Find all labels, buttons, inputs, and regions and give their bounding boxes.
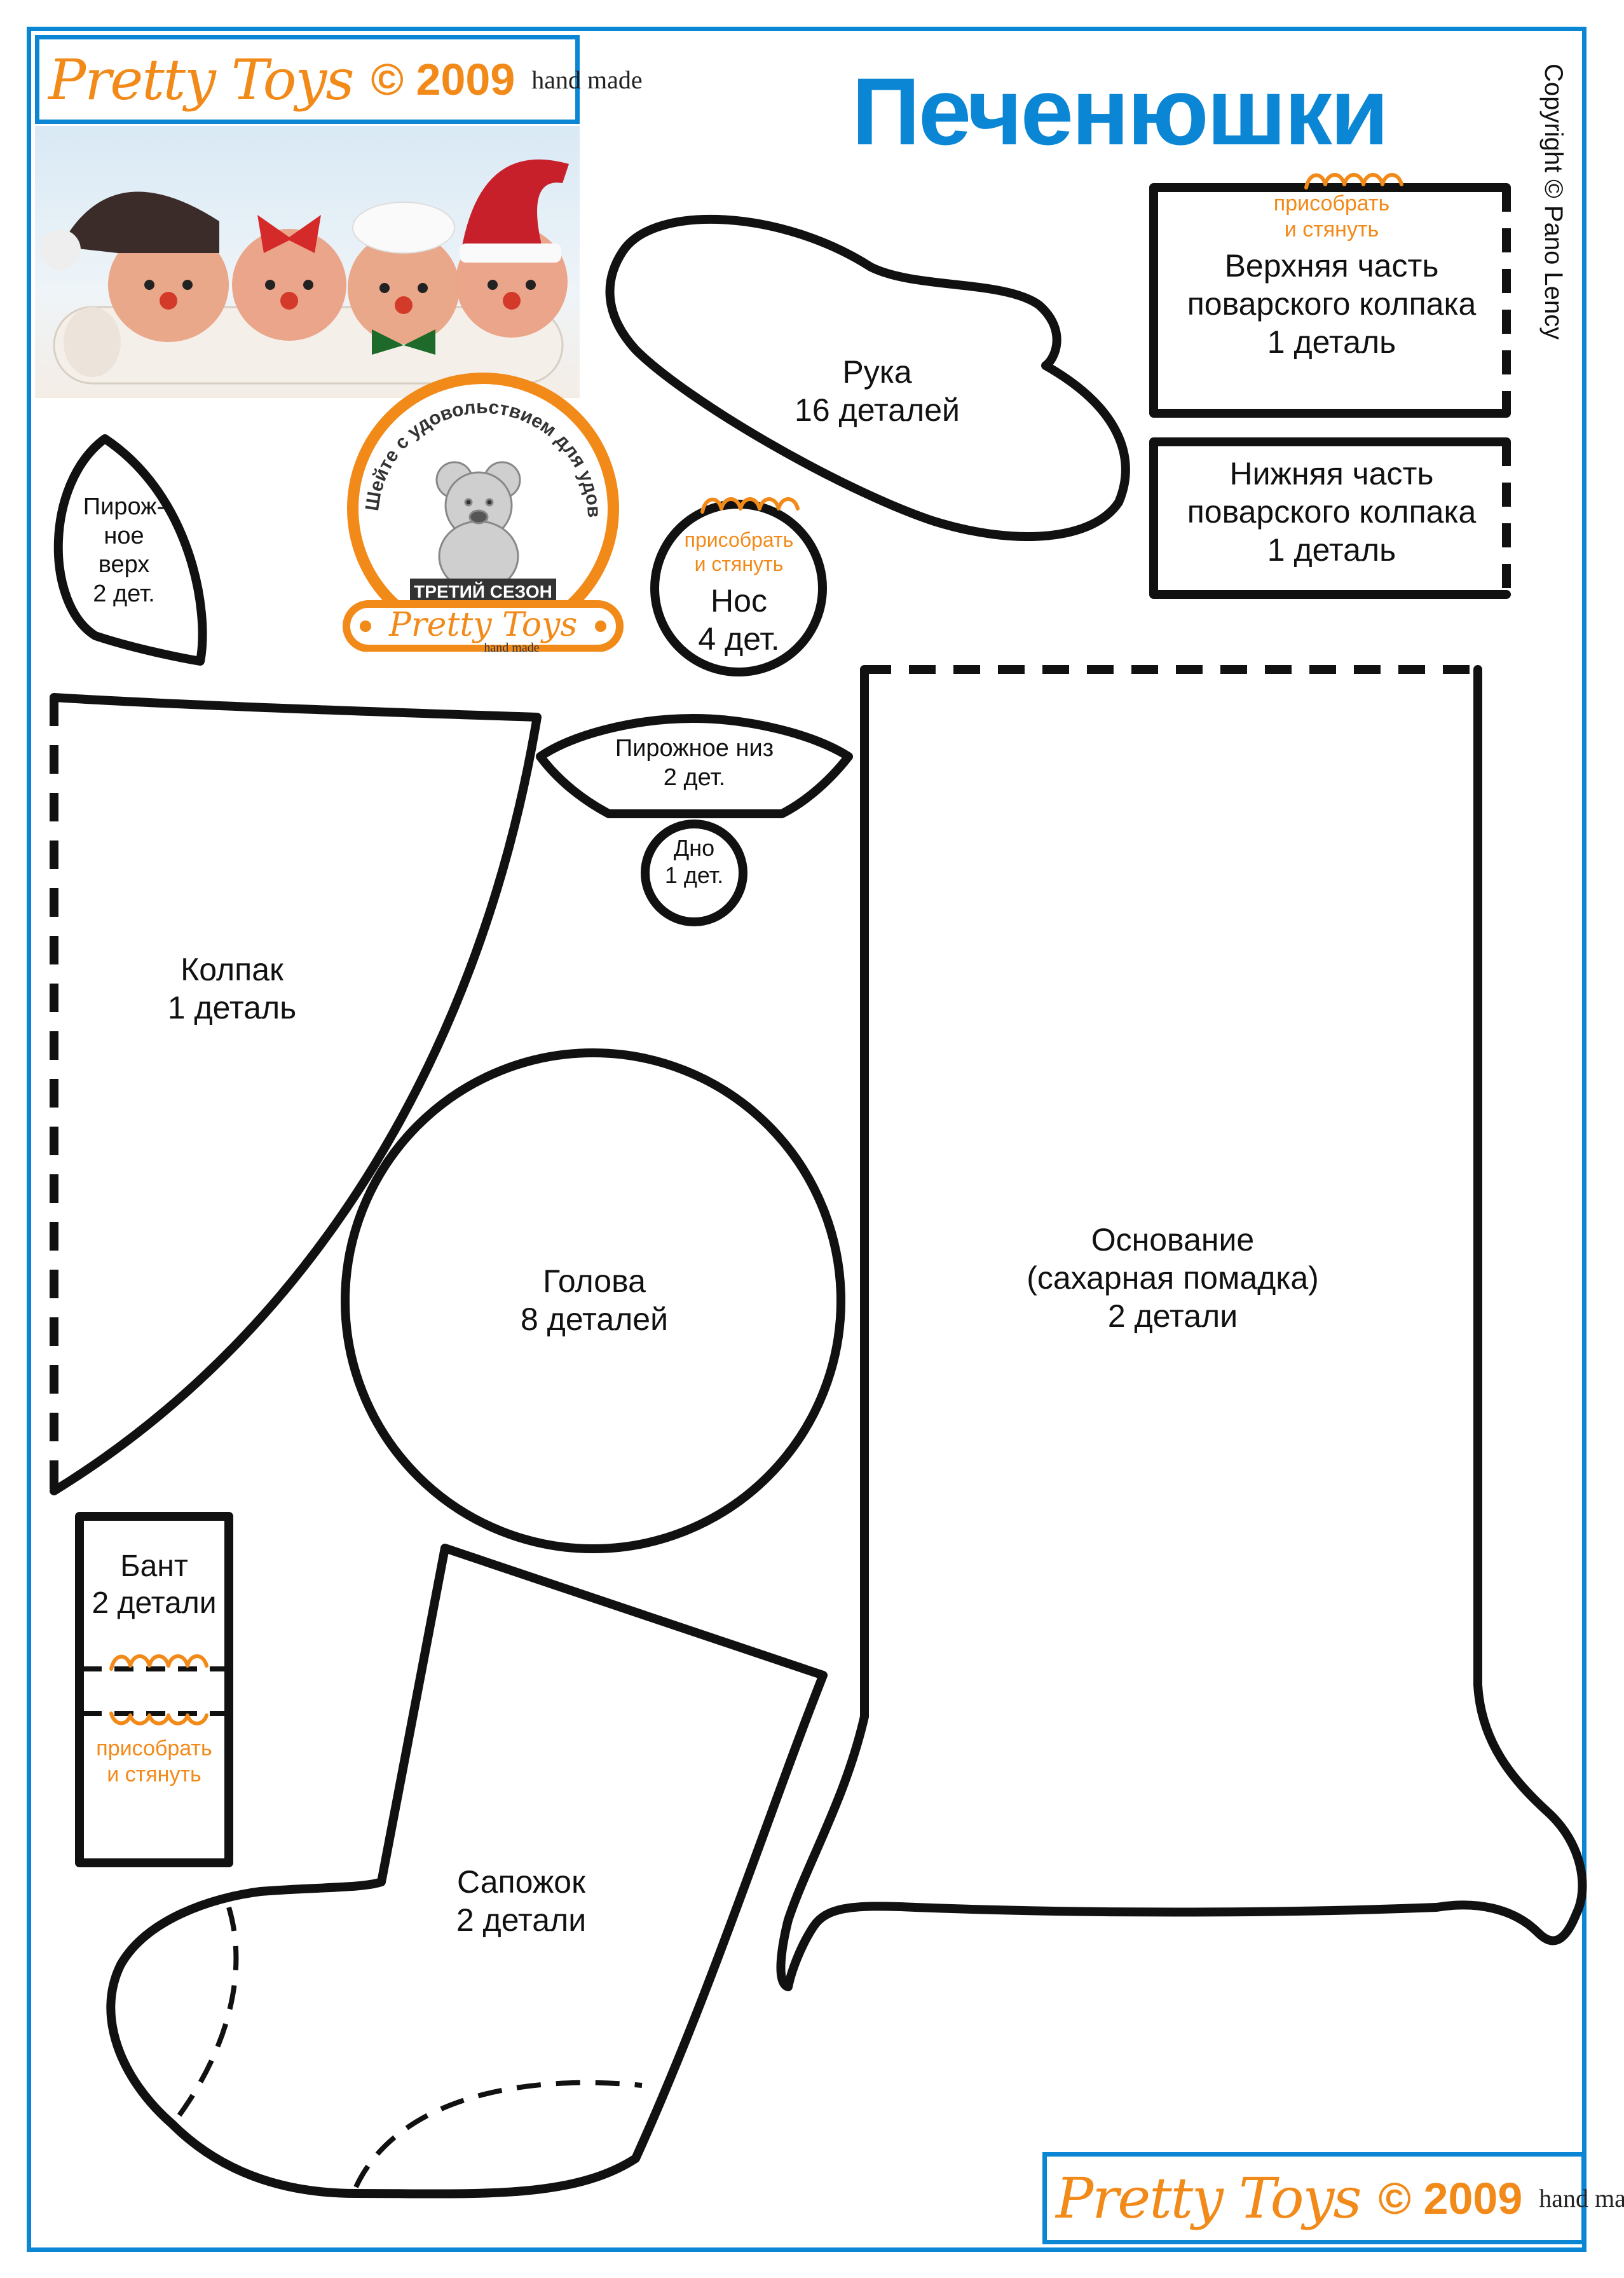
- cake-top-count: 2 дет.: [93, 580, 155, 607]
- nose-gather-line1: присобрать: [684, 528, 794, 551]
- hat-gather-line2: и стянуть: [1284, 217, 1379, 242]
- hat-top-outline: [1149, 183, 1511, 418]
- cake-top-line1: Пирож-: [83, 493, 165, 520]
- brand-stamp: Шейте с удовольствием для удовольствия!!…: [334, 353, 624, 652]
- cap-name: Колпак: [181, 952, 283, 987]
- nose-name: Нос: [711, 582, 767, 619]
- logo-hand-made: hand made: [531, 65, 643, 94]
- nose-count: 4 дет.: [698, 621, 780, 657]
- base-disk-name: Дно: [673, 835, 715, 861]
- hat-bottom-count: 1 деталь: [1267, 532, 1396, 568]
- squiggle-bow-2: [109, 1712, 208, 1726]
- logo-brand: Pretty Toys: [48, 46, 354, 113]
- label-hat-top: присобрать и стянуть Верхняя часть повар…: [1157, 191, 1506, 361]
- hat-top-line2: поварского колпака: [1187, 285, 1477, 322]
- hand-outline: [605, 214, 1130, 541]
- boot-dashed-heel: [353, 2080, 643, 2188]
- footer-hand-made: hand made: [1539, 2184, 1624, 2213]
- label-cake-top: Пирож- ное верх 2 дет.: [67, 493, 181, 608]
- label-bow: Бант 2 детали: [83, 1548, 226, 1621]
- squiggle-hat: [1304, 173, 1403, 189]
- label-cap: Колпак 1 деталь: [127, 950, 337, 1027]
- cake-bottom-outline: [536, 714, 853, 818]
- base-disk-count: 1 дет.: [664, 862, 724, 889]
- bow-gather-line2: и стянуть: [107, 1762, 201, 1787]
- stamp-season: ТРЕТИЙ СЕЗОН: [414, 581, 552, 601]
- footer-logo: Pretty Toys © 2009 hand made: [1042, 2152, 1624, 2244]
- header-logo: Pretty Toys © 2009 hand made: [35, 35, 643, 124]
- head-count: 8 деталей: [520, 1301, 669, 1337]
- squiggle-bow-1: [109, 1654, 208, 1671]
- hat-bottom-line2: поварского колпака: [1187, 494, 1477, 530]
- boot-dashed-toe: [175, 1906, 239, 2119]
- squiggle-nose: [700, 497, 800, 514]
- bow-name: Бант: [120, 1549, 188, 1583]
- nose-gather-line2: и стянуть: [694, 552, 784, 576]
- hat-bottom-outline: [1149, 437, 1511, 599]
- hand-count: 16 деталей: [795, 392, 960, 428]
- boot-outline: [106, 1544, 828, 2199]
- page-frame: [27, 27, 1586, 2252]
- body-line1: Основание: [1091, 1222, 1255, 1258]
- label-cake-bottom: Пирожное низ 2 дет.: [572, 734, 817, 792]
- label-base-disk: Дно 1 дет.: [650, 834, 739, 889]
- footer-brand: Pretty Toys: [1056, 2165, 1361, 2231]
- hat-gather-line1: присобрать: [1273, 191, 1390, 216]
- cake-bottom-name: Пирожное низ: [615, 735, 774, 762]
- boot-count: 2 детали: [456, 1902, 587, 1938]
- hat-top-line1: Верхняя часть: [1224, 247, 1439, 284]
- label-hat-bottom: Нижняя часть поварского колпака 1 деталь: [1157, 455, 1506, 569]
- base-disk-outline: [641, 820, 747, 926]
- footer-year: © 2009: [1378, 2173, 1523, 2223]
- stamp-brand: Pretty Toys: [388, 606, 577, 644]
- toys-illustration: [40, 159, 569, 385]
- toys-photo: [35, 126, 580, 398]
- gather-squiggles: [109, 173, 1403, 1726]
- cap-count: 1 деталь: [167, 990, 297, 1026]
- label-boot: Сапожок 2 детали: [420, 1863, 623, 1939]
- cake-bottom-count: 2 дет.: [663, 764, 726, 791]
- bow-gather-line1: присобрать: [96, 1736, 212, 1760]
- bow-outline: [75, 1512, 233, 1867]
- label-head: Голова 8 деталей: [470, 1262, 718, 1338]
- logo-year: © 2009: [371, 55, 515, 104]
- cake-top-line3: верх: [98, 551, 150, 579]
- bow-count: 2 детали: [92, 1586, 217, 1620]
- label-nose: присобрать и стянуть Нос 4 дет.: [661, 528, 817, 658]
- hand-name: Рука: [842, 354, 912, 390]
- body-outline: [776, 665, 1587, 1991]
- stamp-hand-made: hand made: [484, 641, 539, 652]
- head-outline: [341, 1048, 845, 1553]
- label-body: Основание (сахарная помадка) 2 детали: [992, 1221, 1354, 1335]
- head-name: Голова: [543, 1263, 646, 1299]
- page-title: Печенюшки: [852, 58, 1389, 165]
- cake-top-outline: [53, 434, 207, 666]
- teddy-bear-icon: [435, 461, 521, 593]
- body-count: 2 детали: [1107, 1298, 1238, 1334]
- hat-top-count: 1 деталь: [1267, 324, 1396, 360]
- cap-outline: [50, 693, 542, 1495]
- boot-name: Сапожок: [457, 1864, 585, 1900]
- label-bow-gather: присобрать и стянуть: [83, 1736, 226, 1788]
- label-hand: Рука 16 деталей: [763, 353, 992, 429]
- cake-top-line2: ное: [104, 522, 144, 549]
- hat-bottom-line1: Нижняя часть: [1229, 456, 1434, 491]
- body-line2: (сахарная помадка): [1027, 1260, 1319, 1296]
